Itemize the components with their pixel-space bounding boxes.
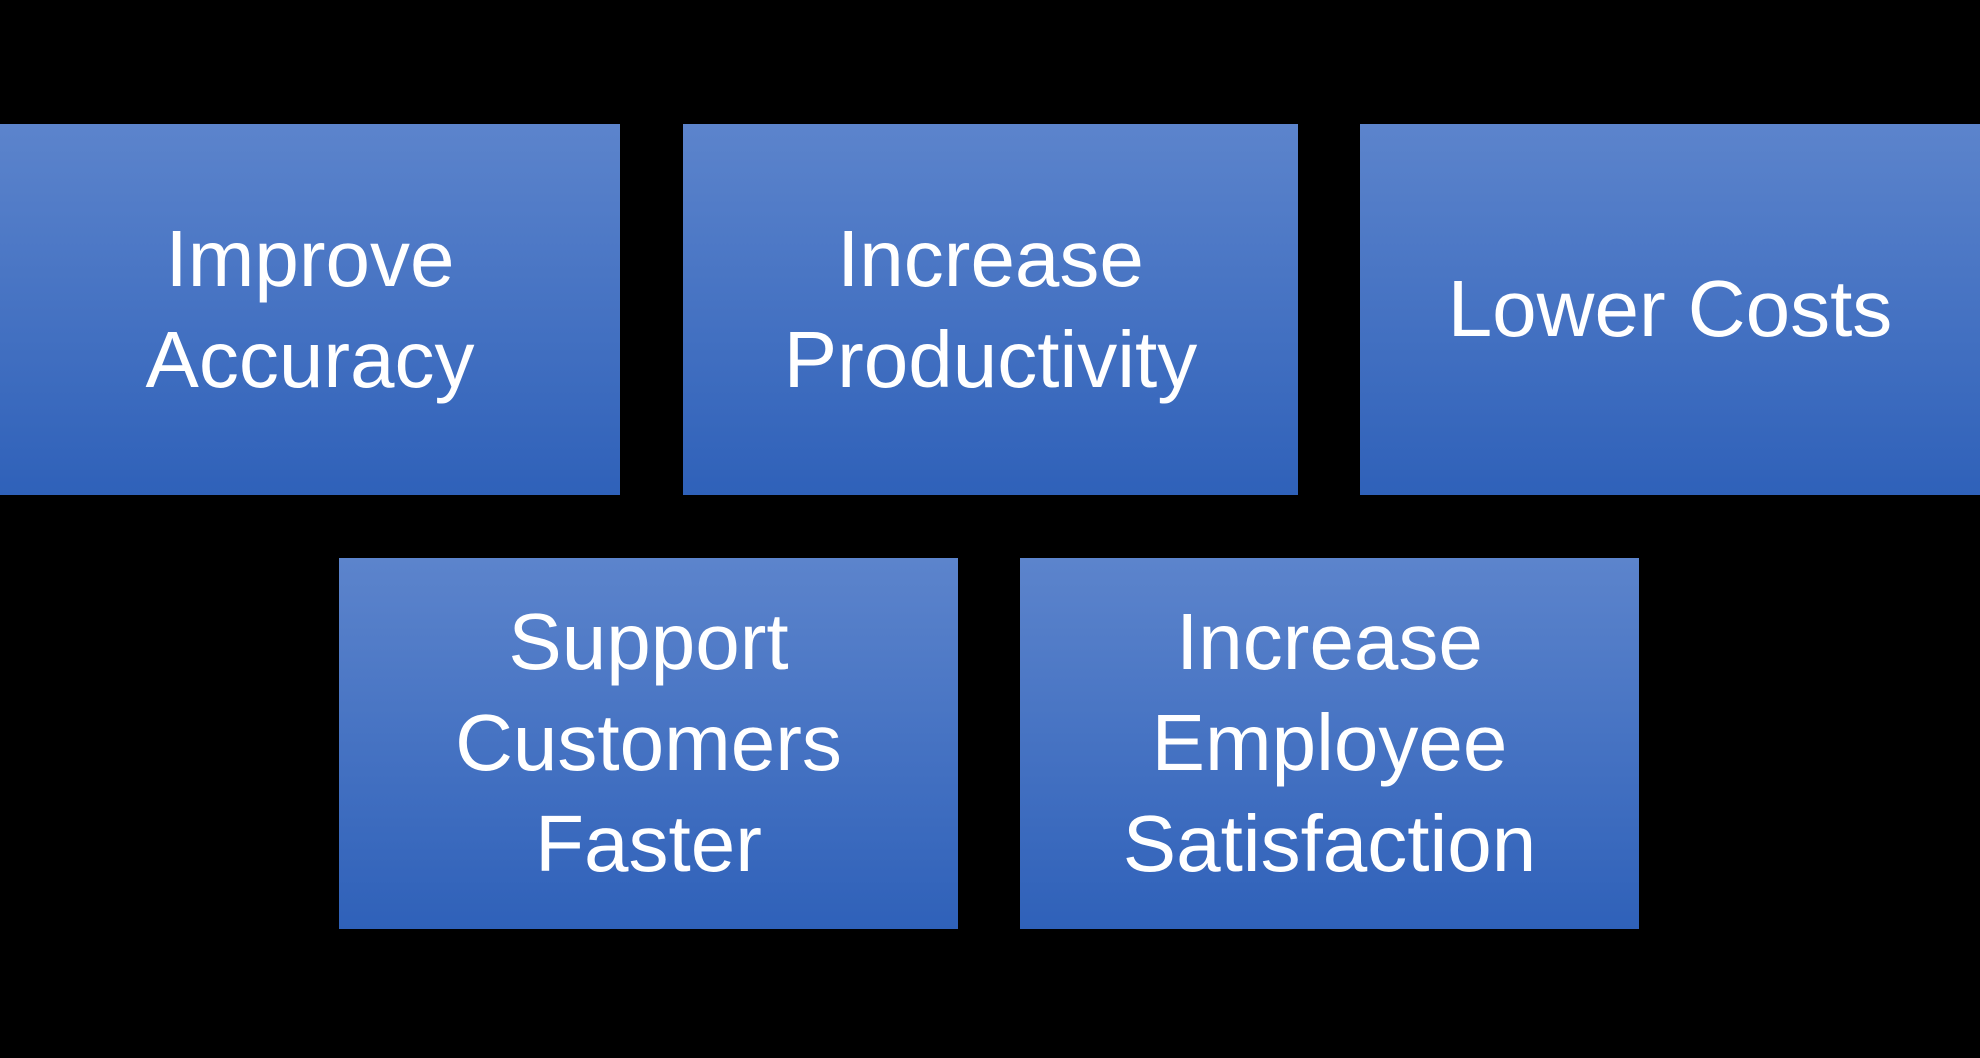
shape-label-line: Increase xyxy=(1176,597,1483,687)
shape-support-customers-faster: Support Customers Faster xyxy=(339,558,958,929)
shape-label-line: Improve xyxy=(165,213,455,303)
shape-increase-employee-satisfaction: Increase Employee Satisfaction xyxy=(1020,558,1639,929)
shape-label-line: Faster xyxy=(535,798,762,888)
shape-label-line: Customers xyxy=(455,698,842,788)
shape-improve-accuracy: Improve Accuracy xyxy=(0,124,620,495)
shape-label-line: Employee xyxy=(1151,698,1508,788)
shape-label-line: Satisfaction xyxy=(1122,798,1537,888)
shape-label-line: Support xyxy=(508,597,789,687)
shape-label-line: Increase xyxy=(837,213,1144,303)
shape-label-line: Lower Costs xyxy=(1447,264,1893,354)
shape-increase-productivity: Increase Productivity xyxy=(683,124,1298,495)
shape-label-line: Productivity xyxy=(783,314,1198,404)
shape-lower-costs: Lower Costs xyxy=(1360,124,1980,495)
shape-label-line: Accuracy xyxy=(145,314,475,404)
